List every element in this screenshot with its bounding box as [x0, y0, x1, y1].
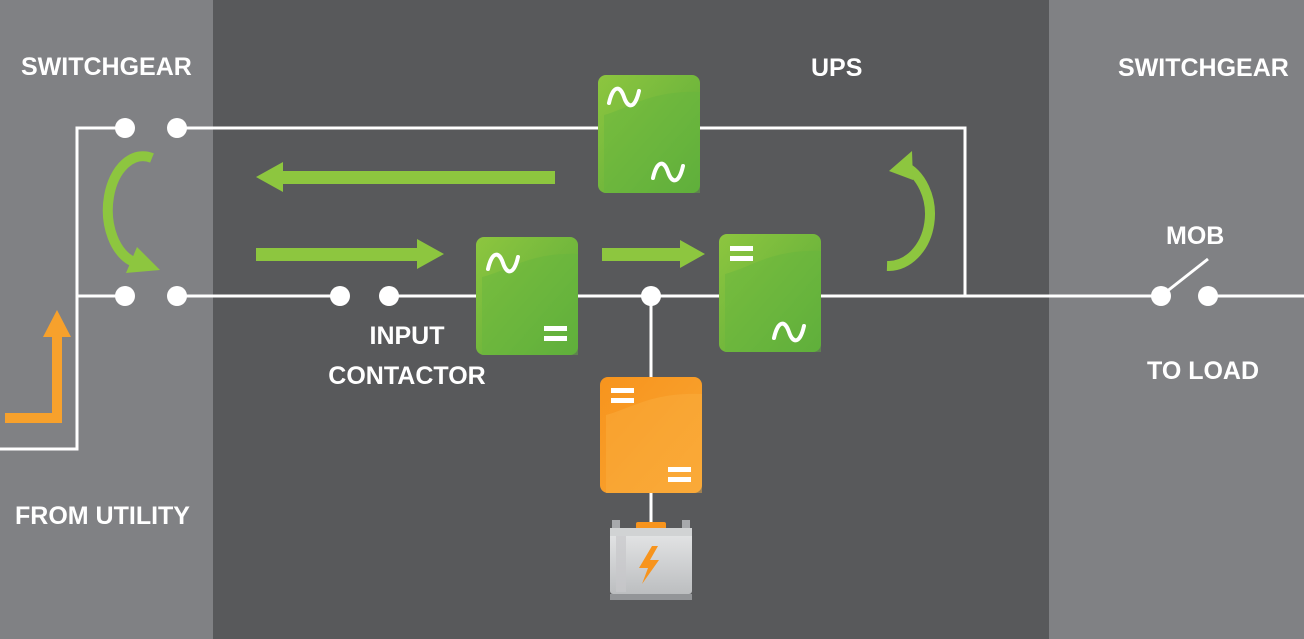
switch-contacts: [115, 118, 1218, 306]
bypass-wire-right: [700, 126, 967, 296]
dc-dc-converter-module: [600, 377, 702, 493]
lightning-bolt-icon: [639, 546, 659, 584]
inverter-module: [719, 234, 821, 352]
input-contactor-contact-b: [379, 286, 399, 306]
ups-label: UPS: [811, 54, 863, 82]
switchgear-right-label: SWITCHGEAR: [1118, 54, 1289, 82]
dc-equal-icon: [611, 388, 634, 403]
ac-sine-icon: [607, 86, 641, 108]
static-bypass-module: [598, 75, 700, 193]
input-flow-arrow: [256, 239, 444, 269]
ac-sine-icon: [486, 252, 520, 274]
transfer-arrow-right: [886, 151, 935, 272]
rectifier-module: [476, 237, 578, 355]
dc-equal-icon: [668, 467, 691, 482]
utility-feed-wire: [0, 126, 125, 451]
mob-contact-a: [1151, 286, 1171, 306]
transfer-arrow-left: [102, 151, 160, 273]
bypass-switch-contact-a: [115, 118, 135, 138]
bypass-switch-contact-b: [167, 118, 187, 138]
wiring: [0, 126, 1304, 528]
mob-contact-b: [1198, 286, 1218, 306]
to-load-label: TO LOAD: [1147, 357, 1260, 385]
battery-icon: [610, 520, 692, 600]
input-label-line: INPUT: [369, 322, 445, 350]
contactor-label-line: CONTACTOR: [328, 362, 486, 390]
ac-sine-icon: [651, 161, 685, 183]
switchgear-left-label: SWITCHGEAR: [21, 53, 192, 81]
input-contactor-contact-a: [330, 286, 350, 306]
switchgear-left-panel: [0, 0, 213, 639]
dc-bus-junction: [641, 286, 661, 306]
input-contactor-label: INPUT CONTACTOR: [322, 321, 492, 391]
dc-equal-icon: [544, 326, 567, 341]
utility-arrow: [5, 310, 71, 423]
from-utility-label: FROM UTILITY: [15, 502, 190, 530]
mob-label: MOB: [1166, 222, 1225, 250]
switchgear-right-panel: [1049, 0, 1304, 639]
input-switch-contact-a: [115, 286, 135, 306]
dc-equal-icon: [730, 246, 753, 261]
bypass-return-arrow: [256, 162, 555, 192]
dc-flow-arrow: [602, 240, 705, 268]
ac-sine-icon: [772, 321, 806, 343]
input-switch-contact-b: [167, 286, 187, 306]
flow-arrows: [256, 162, 705, 269]
